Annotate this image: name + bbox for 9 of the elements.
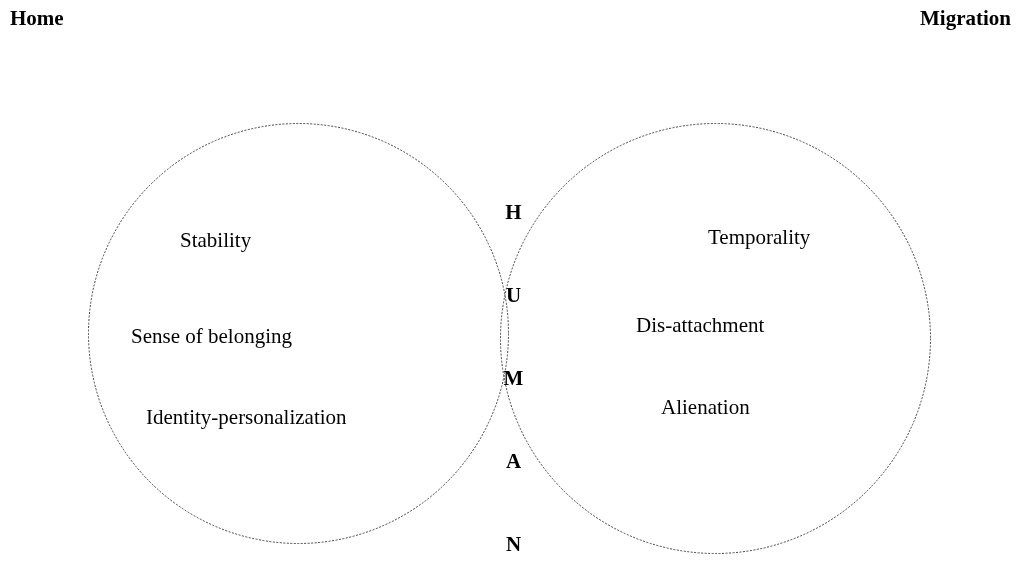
circle-item-text: Sense of belonging bbox=[131, 326, 292, 347]
circle-item-text: Alienation bbox=[661, 397, 750, 418]
circle-heading: Migration bbox=[920, 8, 1011, 29]
circle-item-text: Temporality bbox=[708, 227, 811, 248]
circle-heading: Home bbox=[10, 8, 64, 29]
vertical-label: HUMAN bbox=[503, 199, 524, 558]
circle-item-text: Dis-attachment bbox=[636, 315, 765, 336]
circle-item-text: Stability bbox=[180, 230, 252, 251]
circle-item-text: Identity-personalization bbox=[146, 407, 347, 428]
